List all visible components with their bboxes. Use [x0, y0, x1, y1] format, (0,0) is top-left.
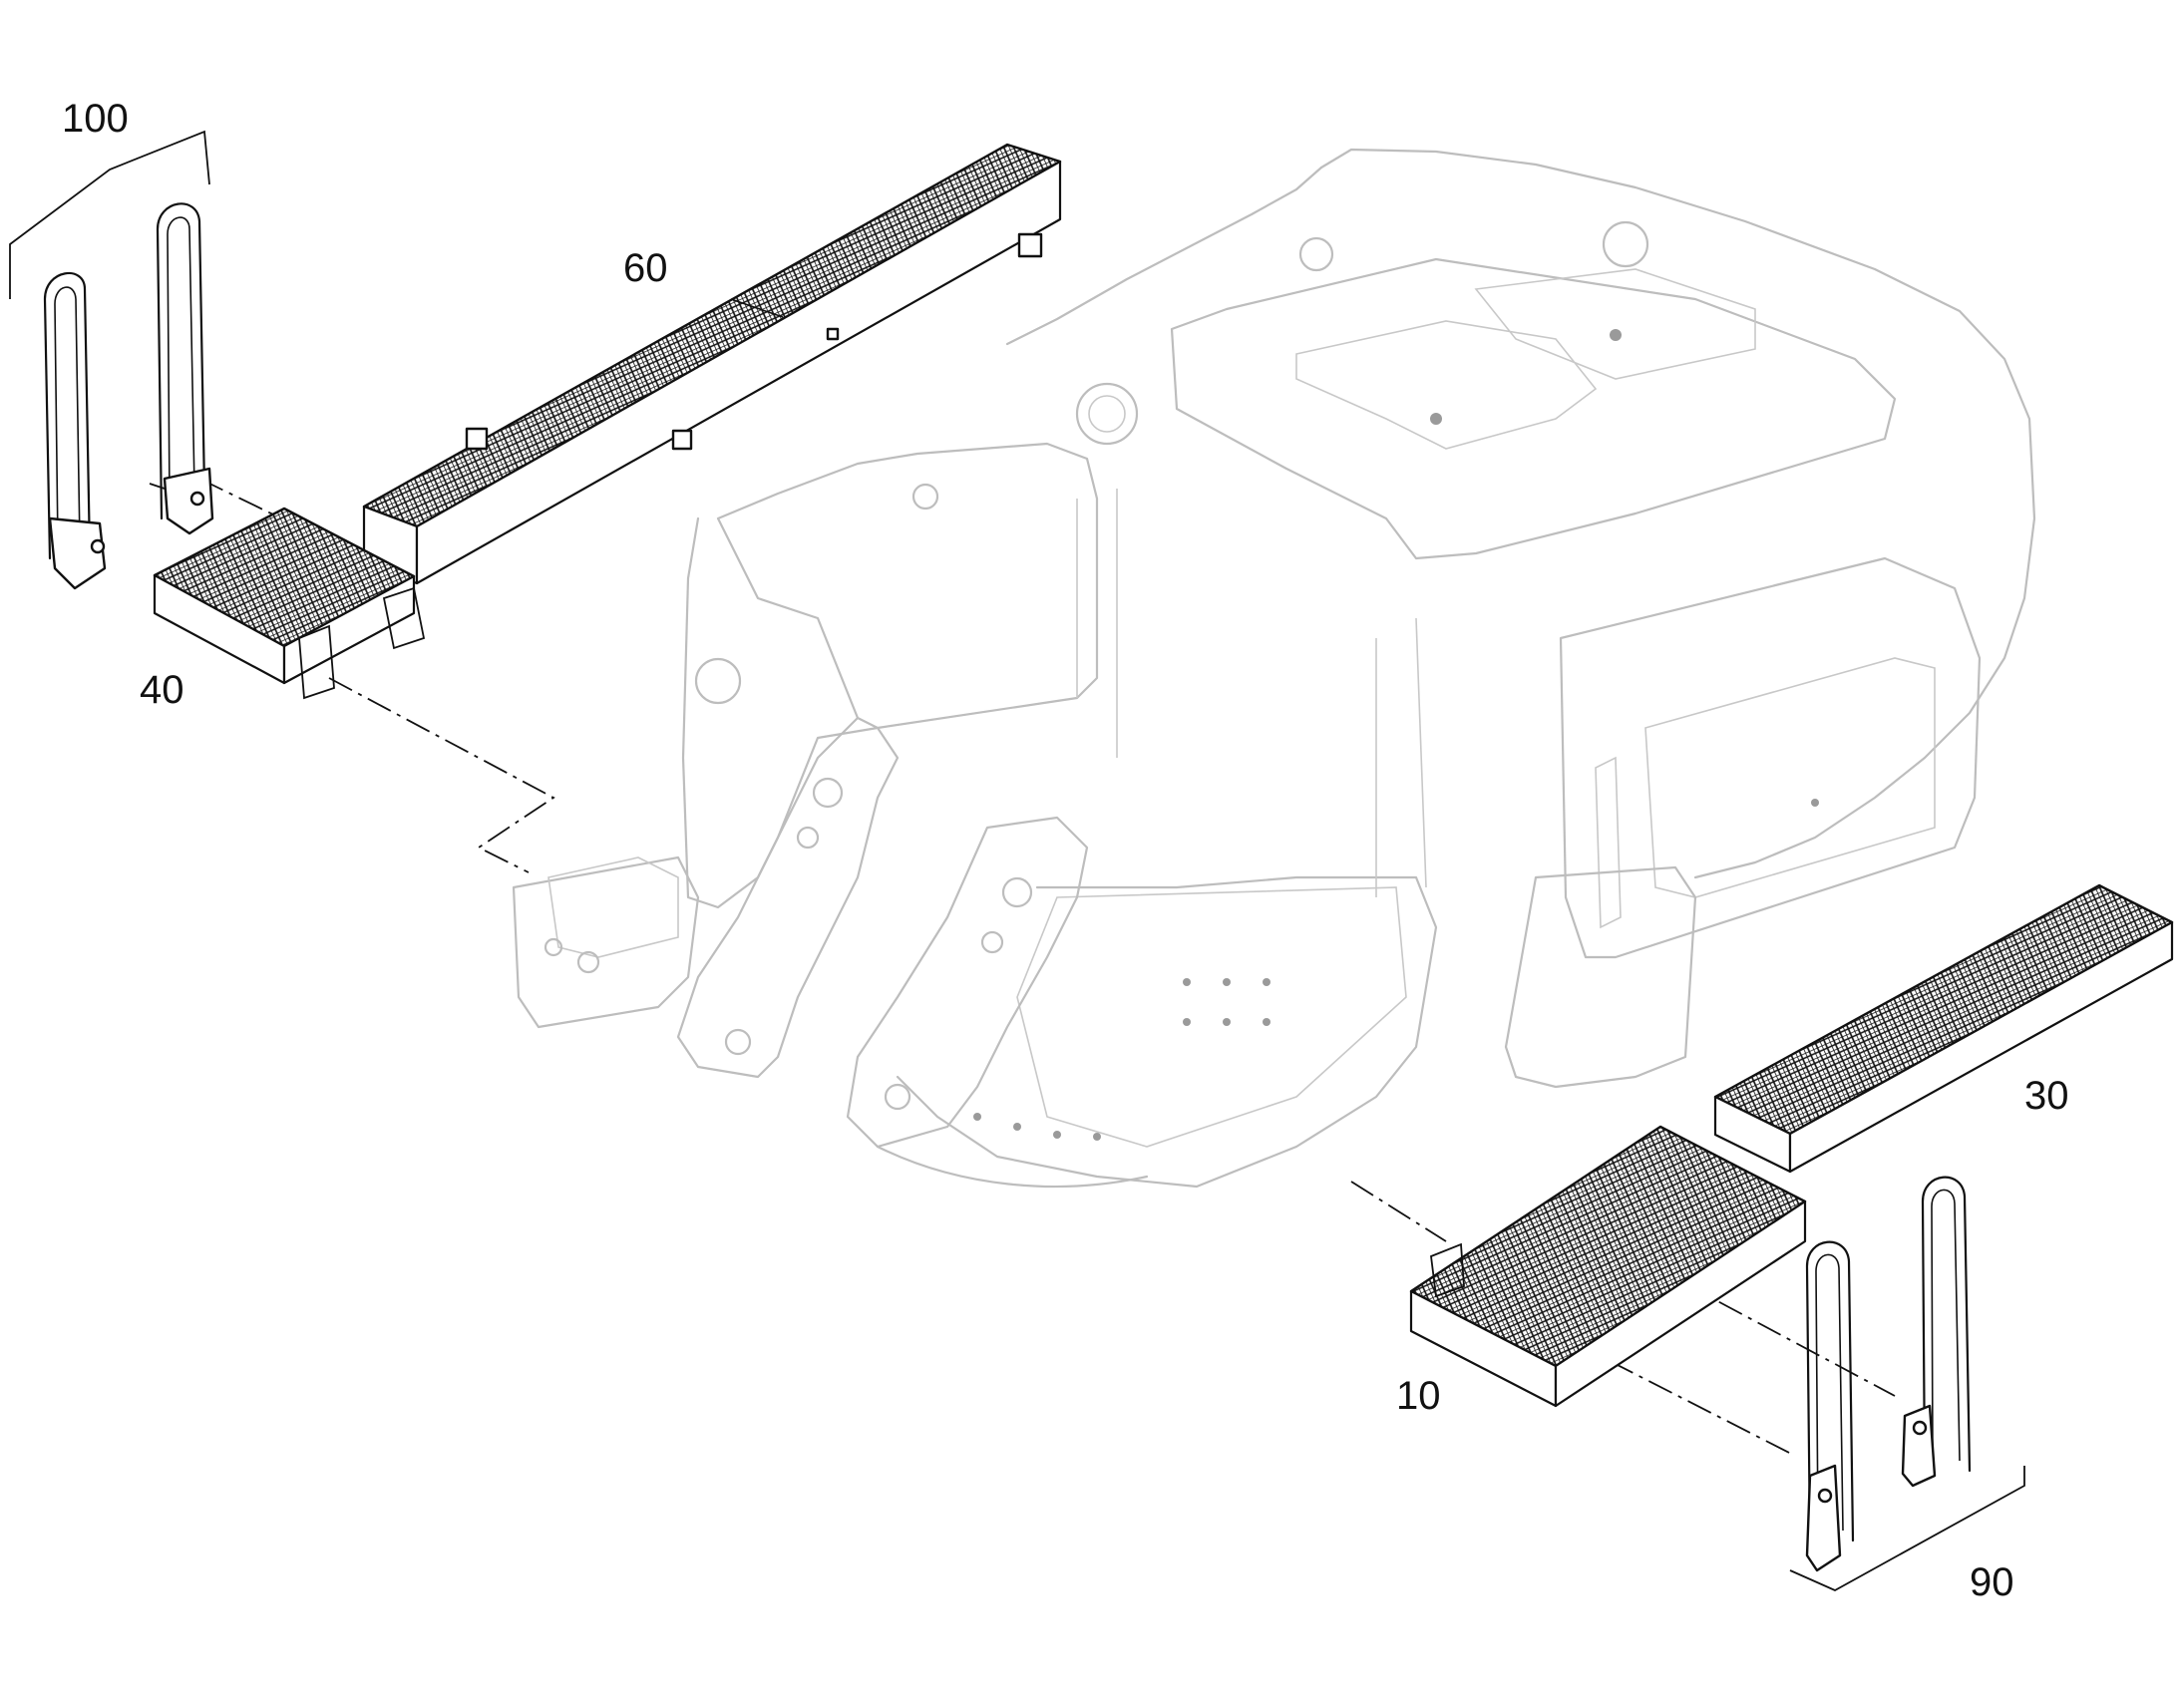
callout-10: 10	[1396, 1374, 1441, 1418]
callout-100: 100	[62, 97, 129, 141]
callout-labels: 100 60 40 30 10 90	[62, 97, 2069, 1604]
callout-30: 30	[2024, 1074, 2069, 1118]
part-100-handrails	[9, 130, 214, 590]
part-90-handrails	[1789, 1176, 2025, 1592]
part-40-small-step	[153, 507, 426, 700]
excavator-upper-structure	[512, 148, 2036, 1189]
part-60-long-step	[362, 143, 1062, 585]
callout-90: 90	[1970, 1560, 2014, 1604]
callout-60: 60	[623, 246, 668, 290]
part-10-lower-step	[1409, 1125, 1807, 1408]
callout-40: 40	[140, 668, 184, 712]
part-30-right-step	[1713, 883, 2174, 1174]
